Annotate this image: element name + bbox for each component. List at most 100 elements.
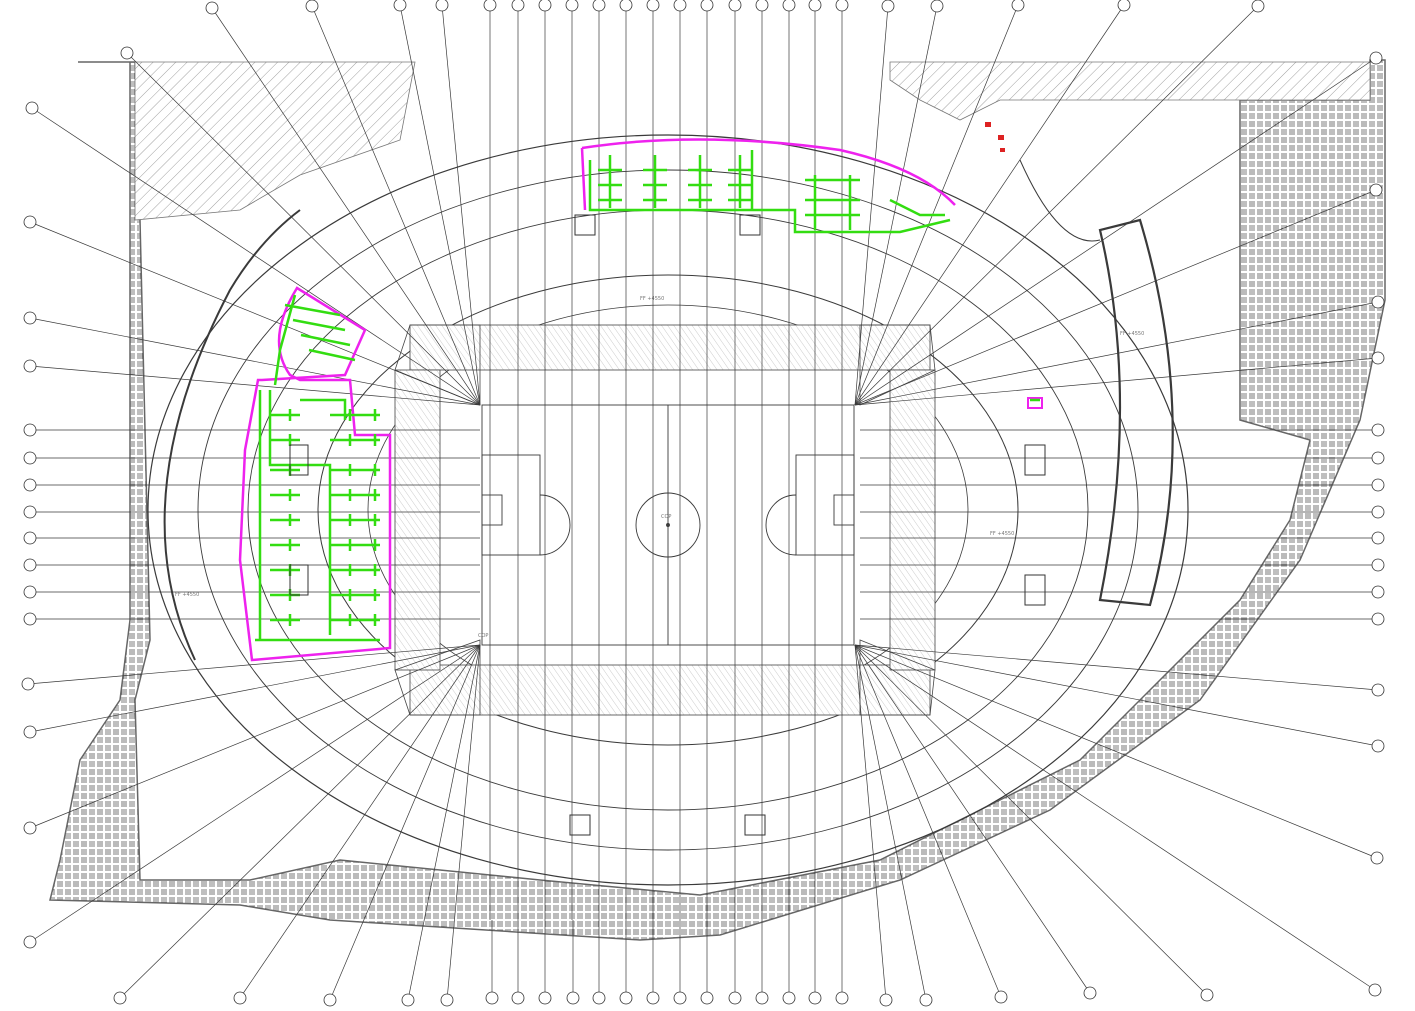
grid-bubble-top bbox=[646, 0, 660, 12]
grid-bubble-icon bbox=[646, 0, 660, 12]
grid-bubble-icon bbox=[511, 991, 525, 1005]
grid-bubble-radial bbox=[1011, 0, 1025, 12]
grid-line-radial bbox=[854, 644, 1378, 859]
grid-bubble-bottom bbox=[538, 991, 552, 1005]
grid-bubble-icon bbox=[1369, 183, 1383, 197]
grid-bubble-radial bbox=[120, 46, 134, 60]
grid-bubble-icon bbox=[23, 725, 37, 739]
centre-spot-icon bbox=[666, 523, 670, 527]
grid-bubble-left bbox=[23, 558, 37, 572]
grid-line-radial bbox=[854, 57, 1377, 406]
grid-line-radial bbox=[29, 221, 481, 406]
grid-bubble-icon bbox=[1369, 51, 1383, 65]
stair-cores bbox=[289, 214, 1046, 836]
grid-bubble-radial bbox=[25, 101, 39, 115]
grid-line-radial bbox=[854, 4, 1019, 406]
grid-bubble-top bbox=[673, 0, 687, 12]
grid-bubble-radial bbox=[21, 677, 35, 691]
grid-bubble-bottom bbox=[673, 991, 687, 1005]
grid-bubble-radial bbox=[881, 0, 895, 13]
grid-bubble-radial bbox=[1371, 295, 1385, 309]
pipe-segment bbox=[889, 198, 945, 217]
grid-line-radial bbox=[27, 644, 481, 685]
grid-line-radial bbox=[854, 644, 1379, 691]
grid-bubble-radial bbox=[233, 991, 247, 1005]
grid-line-radial bbox=[854, 644, 887, 1001]
grid-bubble-left bbox=[23, 585, 37, 599]
grid-bubble-icon bbox=[808, 991, 822, 1005]
grid-bubble-bottom bbox=[646, 991, 660, 1005]
grid-bubble-bottom bbox=[782, 991, 796, 1005]
grid-line-radial bbox=[854, 644, 927, 1001]
grid-bubble-icon bbox=[305, 0, 319, 13]
grid-bubble-right bbox=[1371, 505, 1385, 519]
grid-bubble-radial bbox=[435, 0, 449, 12]
grid-bubble-icon bbox=[782, 0, 796, 12]
pipe-segment bbox=[284, 303, 341, 317]
grid-bubble-bottom bbox=[728, 991, 742, 1005]
grid-bubble-radial bbox=[305, 0, 319, 13]
grid-bubble-icon bbox=[23, 505, 37, 519]
grid-bubble-icon bbox=[835, 0, 849, 12]
pitch-corner-label: COP bbox=[478, 633, 488, 639]
grid-bubble-icon bbox=[700, 0, 714, 12]
grid-line-radial bbox=[407, 644, 481, 1001]
grid-bubble-bottom bbox=[485, 991, 499, 1005]
grid-bubble-icon bbox=[673, 991, 687, 1005]
grid-bubble-radial bbox=[205, 1, 219, 15]
grid-bubble-top bbox=[538, 0, 552, 12]
grid-bubble-icon bbox=[1371, 423, 1385, 437]
grid-bubble-radial bbox=[1200, 988, 1214, 1002]
pipe-segment bbox=[755, 208, 951, 234]
grid-bubble-right bbox=[1371, 423, 1385, 437]
pipe-segment bbox=[273, 294, 297, 386]
grid-bubble-right bbox=[1371, 478, 1385, 492]
grid-bubble-icon bbox=[755, 991, 769, 1005]
grid-bubble-bottom bbox=[835, 991, 849, 1005]
grid-bubble-icon bbox=[205, 1, 219, 15]
grid-bubble-icon bbox=[23, 215, 37, 229]
pipe-segment bbox=[300, 333, 351, 347]
grid-bubble-radial bbox=[393, 0, 407, 12]
grid-bubble-radial bbox=[1368, 983, 1382, 997]
grid-line-radial bbox=[854, 357, 1379, 406]
grid-bubble-top bbox=[619, 0, 633, 12]
grid-bubble-top bbox=[483, 0, 497, 12]
grid-bubble-radial bbox=[23, 311, 37, 325]
grid-line-radial bbox=[854, 4, 1125, 406]
grid-bubbles bbox=[21, 0, 1385, 1007]
grid-bubble-icon bbox=[23, 478, 37, 492]
grid-line-radial bbox=[854, 301, 1379, 406]
grid-bubble-left bbox=[23, 505, 37, 519]
level-annotation-north: FF +4550 bbox=[640, 296, 664, 302]
grid-bubble-icon bbox=[113, 991, 127, 1005]
grid-bubble-icon bbox=[538, 0, 552, 12]
grid-bubble-radial bbox=[1371, 351, 1385, 365]
grid-bubble-radial bbox=[401, 993, 415, 1007]
pitch-centre-label: COP bbox=[661, 514, 671, 520]
grid-line-radial bbox=[29, 644, 481, 943]
grid-bubble-icon bbox=[1368, 983, 1382, 997]
grid-bubble-icon bbox=[1371, 558, 1385, 572]
grid-bubble-icon bbox=[23, 451, 37, 465]
pipe-segment bbox=[268, 390, 332, 635]
grid-bubble-icon bbox=[440, 993, 454, 1007]
grid-line-radial bbox=[119, 644, 481, 999]
grid-bubble-radial bbox=[1117, 0, 1131, 12]
grid-bubble-radial bbox=[1371, 683, 1385, 697]
grid-bubble-icon bbox=[1371, 585, 1385, 599]
grid-bubble-radial bbox=[23, 821, 37, 835]
grid-bubble-radial bbox=[1371, 739, 1385, 753]
grid-bubble-icon bbox=[120, 46, 134, 60]
grid-bubble-icon bbox=[23, 423, 37, 437]
concourse-outline bbox=[147, 134, 1189, 886]
grid-bubble-icon bbox=[835, 991, 849, 1005]
grid-line-radial bbox=[441, 4, 481, 406]
pipe-segment bbox=[300, 398, 347, 420]
grid-bubble-radial bbox=[23, 359, 37, 373]
grid-bubble-icon bbox=[1251, 0, 1265, 13]
grid-bubble-icon bbox=[565, 0, 579, 12]
grid-bubble-right bbox=[1371, 558, 1385, 572]
grid-bubble-icon bbox=[700, 991, 714, 1005]
